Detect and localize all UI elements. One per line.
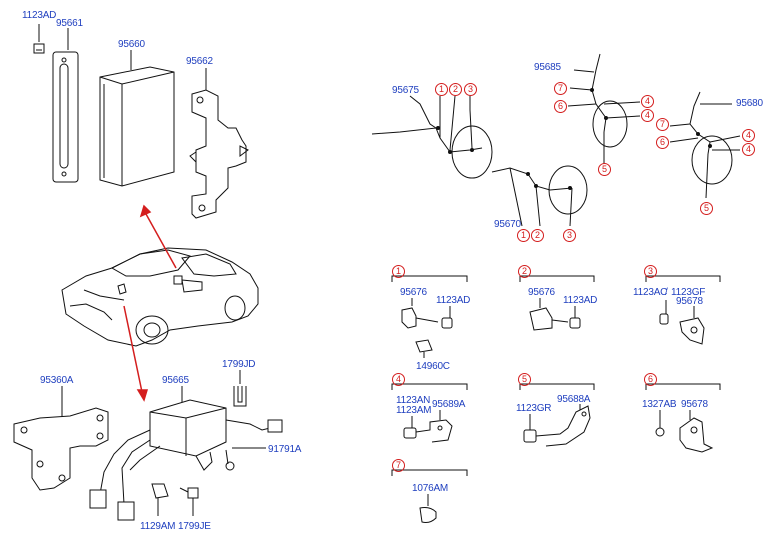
- car-drawing: [61, 247, 259, 347]
- callout-3: 3: [464, 83, 477, 96]
- part-label-95685: 95685: [534, 62, 561, 73]
- bracket-95360a-drawing: [13, 386, 109, 491]
- detail-6-header: 6: [644, 373, 657, 386]
- harness-95670-drawing: [491, 165, 588, 227]
- part-label-91791a: 91791A: [268, 444, 302, 455]
- callout-6: 6: [554, 100, 567, 113]
- callout-4: 4: [742, 143, 755, 156]
- part-label-95360a: 95360A: [40, 375, 74, 386]
- harness-95675-drawing: [371, 95, 493, 179]
- detail-6-drawing: [655, 410, 714, 453]
- part-label-95670: 95670: [494, 219, 521, 230]
- detail-3-label-95678: 95678: [676, 296, 703, 307]
- detail-3-separator: /: [665, 287, 668, 298]
- detail-7-header: 7: [392, 459, 405, 472]
- detail-2-drawing: [529, 298, 581, 331]
- part-label-95680: 95680: [736, 98, 763, 109]
- detail-7-label-1076am: 1076AM: [412, 483, 449, 494]
- detail-7-drawing: [419, 494, 437, 523]
- detail-1-label-1123ad: 1123AD: [436, 295, 471, 306]
- part-label-95675: 95675: [392, 85, 419, 96]
- callout-4: 4: [641, 95, 654, 108]
- part-label-1799jd: 1799JD: [222, 359, 256, 370]
- part-label-1123ad: 1123AD: [22, 10, 57, 21]
- part-label-95665: 95665: [162, 375, 189, 386]
- location-arrows: [123, 204, 177, 402]
- clip-1799jd-drawing: [233, 370, 247, 407]
- callout-6: 6: [656, 136, 669, 149]
- detail-2-label-95676: 95676: [528, 287, 555, 298]
- detail-5-label-95688a: 95688A: [557, 394, 591, 405]
- detail-6-label-95678: 95678: [681, 399, 708, 410]
- harness-95685-drawing: [567, 53, 641, 164]
- detail-4-label-1123am: 1123AM: [396, 405, 432, 416]
- harness-95680-drawing: [669, 91, 741, 199]
- detail-3-label-1123ac: 1123AC: [633, 287, 668, 298]
- callout-1: 1: [517, 229, 530, 242]
- callout-5: 5: [598, 163, 611, 176]
- part-label-95661: 95661: [56, 18, 83, 29]
- ecu-95660-drawing: [99, 50, 175, 187]
- detail-5-header: 5: [518, 373, 531, 386]
- detail-4-label-1123an: 1123AN: [396, 395, 431, 406]
- detail-3-label-1123gf: 1123GF: [671, 287, 706, 298]
- detail-3-header: 3: [644, 265, 657, 278]
- callout-1: 1: [435, 83, 448, 96]
- detail-5-label-1123gr: 1123GR: [516, 403, 552, 414]
- callout-4: 4: [641, 109, 654, 122]
- detail-2-label-1123ad: 1123AD: [563, 295, 598, 306]
- grommet-1129am-drawing: [151, 483, 169, 516]
- detail-4-drawing: [403, 410, 453, 443]
- detail-1-label-14960c: 14960C: [416, 361, 450, 372]
- bolt-1799je-drawing: [179, 487, 199, 516]
- bolt-1123ad-drawing: [33, 24, 45, 54]
- detail-3-drawing: [659, 300, 705, 345]
- detail-2-header: 2: [518, 265, 531, 278]
- callout-4: 4: [742, 129, 755, 142]
- callout-5: 5: [700, 202, 713, 215]
- detail-1-drawing: [401, 298, 453, 358]
- detail-frames: [391, 275, 721, 476]
- detail-1-header: 1: [392, 265, 405, 278]
- bracket-95661-drawing: [52, 28, 79, 183]
- part-label-1129am: 1129AM: [140, 521, 176, 532]
- part-label-1799je: 1799JE: [178, 521, 211, 532]
- module-95665-drawing: [89, 386, 283, 521]
- bracket-95662-drawing: [189, 68, 249, 219]
- part-label-95662: 95662: [186, 56, 213, 67]
- callout-7: 7: [656, 118, 669, 131]
- part-label-95660: 95660: [118, 39, 145, 50]
- callout-7: 7: [554, 82, 567, 95]
- callout-2: 2: [449, 83, 462, 96]
- callout-2: 2: [531, 229, 544, 242]
- detail-4-header: 4: [392, 373, 405, 386]
- detail-1-label-95676: 95676: [400, 287, 427, 298]
- callout-3: 3: [563, 229, 576, 242]
- detail-6-label-1327ab: 1327AB: [642, 399, 677, 410]
- detail-5-drawing: [523, 404, 591, 447]
- detail-4-label-95689a: 95689A: [432, 399, 466, 410]
